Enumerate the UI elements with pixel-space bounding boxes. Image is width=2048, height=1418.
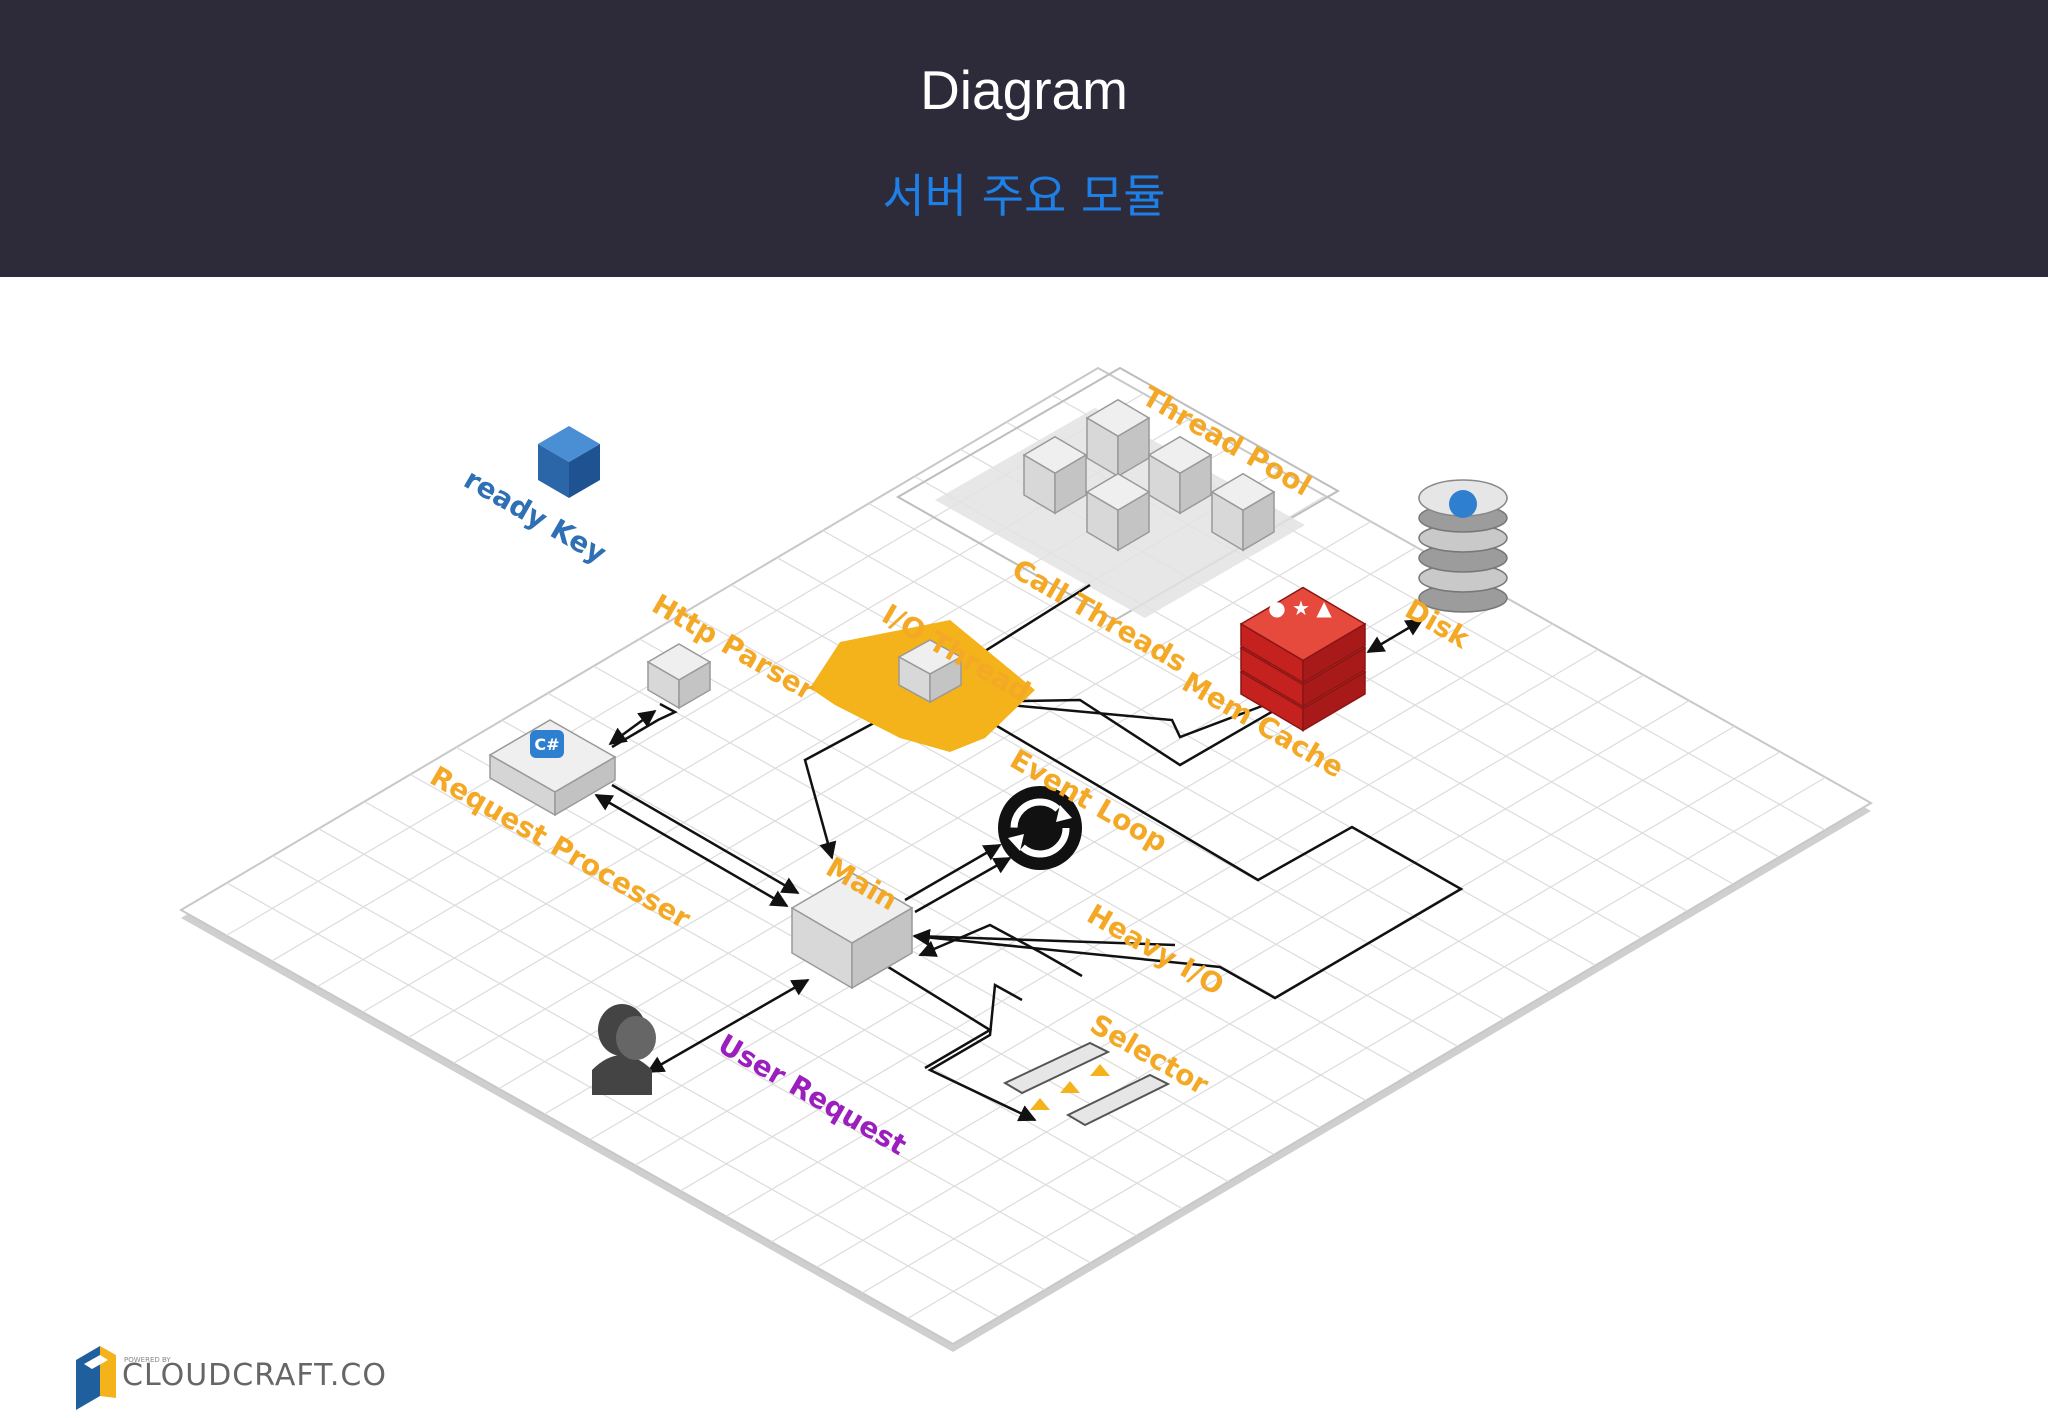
disk-stack [1418, 479, 1508, 613]
main-cube [790, 872, 914, 990]
header-bar: Diagram 서버 주요 모듈 [0, 0, 2048, 277]
user-icon [592, 1004, 656, 1095]
svg-text:C#: C# [534, 735, 559, 754]
request-processer-box: C# [488, 719, 617, 817]
mem-cache-stack: ● ★ ▲ [1239, 586, 1367, 732]
cloudcraft-logo: POWERED BY CLOUDCRAFT.CO [76, 1346, 387, 1410]
ready-key-cube [538, 426, 600, 498]
logo-powered-by: POWERED BY [124, 1356, 171, 1364]
io-thread-shape [810, 620, 1035, 752]
event-loop-icon [998, 786, 1082, 870]
page-subtitle: 서버 주요 모듈 [882, 169, 1166, 223]
thread-pool-cubes [1022, 398, 1276, 552]
page-title: Diagram [920, 59, 1128, 121]
selector-bars [1002, 1041, 1171, 1127]
logo-text: CLOUDCRAFT.CO [122, 1358, 387, 1393]
svg-text:● ★ ▲: ● ★ ▲ [1268, 596, 1332, 620]
http-parser-cube [646, 643, 712, 710]
